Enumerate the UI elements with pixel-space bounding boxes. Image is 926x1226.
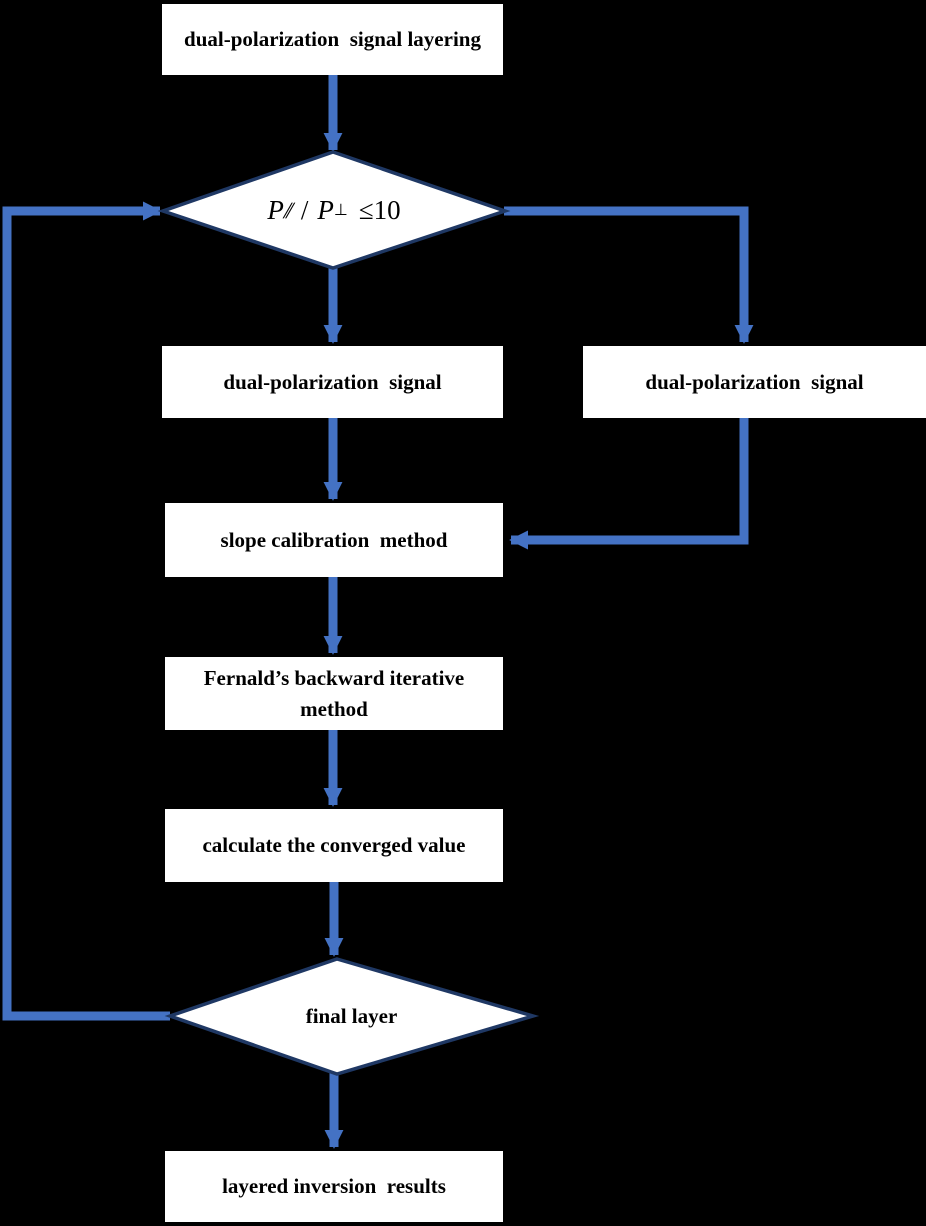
node-slope-label: slope calibration method bbox=[220, 527, 448, 552]
node-results: layered inversion results bbox=[165, 1151, 503, 1222]
decision1-diamond bbox=[157, 150, 511, 270]
node-fernald: Fernald’s backward iterative method bbox=[165, 657, 503, 730]
edge-decision1-to-right-branch bbox=[504, 206, 754, 344]
node-fernald-label: Fernald’s backward iterative method bbox=[203, 666, 465, 721]
edge-decision2-loop-to-decision1 bbox=[2, 201, 170, 1021]
node-converged: calculate the converged value bbox=[165, 809, 503, 882]
node-right-branch: dual-polarization signal bbox=[583, 346, 926, 418]
node-start-label: dual-polarization signal layering bbox=[184, 27, 481, 52]
edge-right-branch-to-slope bbox=[509, 418, 749, 550]
node-left-branch: dual-polarization signal bbox=[162, 346, 503, 418]
node-converged-label: calculate the converged value bbox=[202, 833, 466, 858]
decision2-diamond bbox=[164, 957, 540, 1076]
node-left-branch-label: dual-polarization signal bbox=[223, 369, 442, 394]
node-results-label: layered inversion results bbox=[222, 1174, 446, 1199]
node-start: dual-polarization signal layering bbox=[162, 4, 503, 75]
node-slope: slope calibration method bbox=[165, 503, 503, 577]
node-right-branch-label: dual-polarization signal bbox=[645, 369, 864, 394]
